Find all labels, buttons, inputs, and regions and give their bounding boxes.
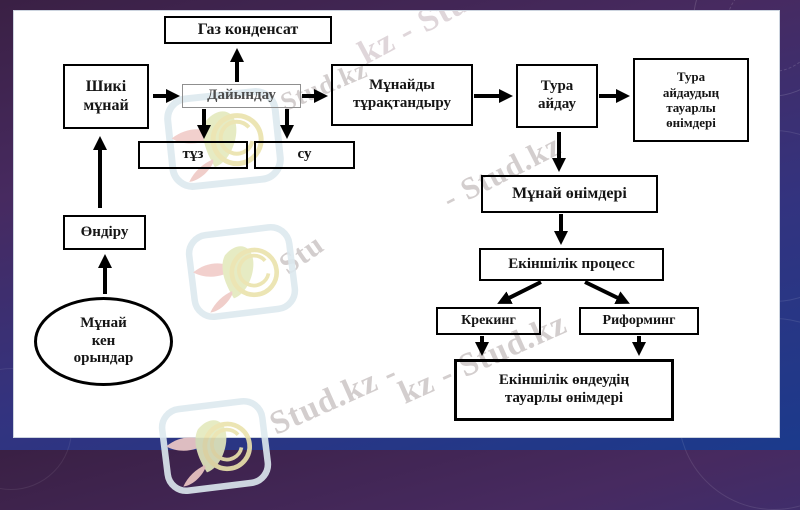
- hummingbird-logo-icon: [158, 397, 272, 495]
- node-extraction: Өндіру: [63, 215, 146, 250]
- arrow-secondary-process-to-cracking: [497, 280, 542, 304]
- node-oil-stabilization: Мұнайды тұрақтандыру: [331, 64, 473, 126]
- arrow-secondary-process-to-reforming: [584, 280, 630, 304]
- node-salt: тұз: [138, 141, 248, 169]
- node-oil-fields-ellipse: Мұнай кен орындар: [34, 297, 173, 386]
- node-secondary-process: Екіншілік процесс: [479, 248, 664, 281]
- node-secondary-products: Екіншілік өндеудің тауарлы өнімдері: [454, 359, 674, 421]
- node-oil-products: Мұнай өнімдері: [481, 175, 658, 213]
- node-reforming: Риформинг: [579, 307, 699, 335]
- node-water: су: [254, 141, 355, 169]
- node-direct-distillation: Тура айдау: [516, 64, 598, 128]
- node-preparation: Дайындау: [182, 84, 301, 108]
- arrows-layer: [93, 48, 646, 356]
- node-raw-oil: Шикі мұнай: [63, 64, 149, 129]
- node-gas-condensate: Газ конденсат: [164, 16, 332, 44]
- node-direct-distillation-products: Тура айдаудың тауарлы өнімдері: [633, 58, 749, 142]
- slide-canvas: kz - Stud. Stud.kz - Stud.kz Stu kz - St…: [13, 10, 780, 438]
- hummingbird-logo-icon: [185, 223, 299, 321]
- hummingbird-logo-icon: [164, 88, 284, 190]
- node-cracking: Крекинг: [436, 307, 541, 335]
